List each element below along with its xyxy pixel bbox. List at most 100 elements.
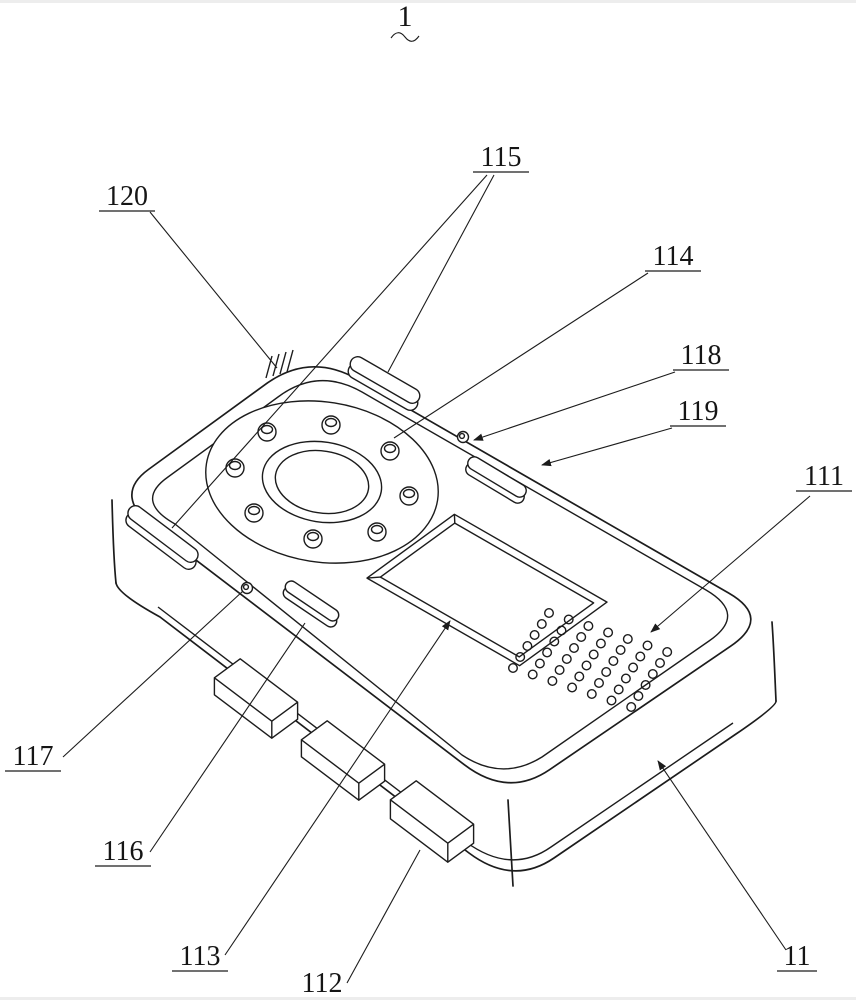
dot-inner	[458, 432, 466, 440]
speaker-hole	[608, 656, 619, 667]
led-dome	[260, 424, 274, 435]
led-dome	[324, 417, 338, 428]
speaker-hole	[594, 678, 605, 689]
speaker-hole	[527, 669, 538, 680]
button-block	[300, 720, 386, 801]
part-label-120: 120	[106, 181, 148, 212]
speaker-hole	[549, 636, 560, 647]
slot-top-115	[347, 356, 421, 411]
speaker-hole	[574, 671, 585, 682]
ridge-marks	[265, 349, 294, 379]
led-dome	[247, 505, 261, 516]
slot-face	[127, 505, 199, 563]
left-corner-edge	[111, 499, 117, 584]
figure-number-label: 1	[398, 0, 413, 33]
labels: 1 120 115 114 118 119 111 117 116 113 11…	[5, 0, 852, 999]
slot-left-115	[125, 505, 199, 570]
part-label-11: 11	[784, 941, 811, 972]
led-ring	[225, 415, 419, 549]
speaker-hole	[563, 614, 574, 625]
leader-111	[650, 495, 811, 633]
led-dome	[383, 443, 397, 454]
led-dome	[402, 488, 416, 499]
speaker-hole	[522, 641, 533, 652]
speaker-hole	[603, 627, 614, 638]
speaker-hole	[633, 691, 644, 702]
speaker-hole	[628, 662, 639, 673]
speaker-hole	[529, 630, 540, 641]
led-dome	[228, 460, 242, 471]
speaker-hole	[581, 660, 592, 671]
speaker-hole	[586, 689, 597, 700]
slot-face	[467, 456, 527, 498]
speaker-hole	[647, 669, 658, 680]
screen-outer	[366, 513, 608, 667]
part-label-117: 117	[13, 741, 54, 772]
leader-112	[346, 849, 421, 984]
leader-115-a	[387, 174, 495, 373]
right-corner-edge	[771, 621, 777, 702]
speaker-hole	[561, 654, 572, 665]
leader-11	[657, 760, 787, 951]
leader-119	[541, 427, 673, 467]
speaker-hole	[642, 640, 653, 651]
speaker-hole	[626, 702, 637, 713]
speaker-hole	[583, 621, 594, 632]
speaker-hole	[569, 643, 580, 654]
display-screen	[366, 513, 608, 667]
speaker-hole	[635, 651, 646, 662]
speaker-hole	[588, 649, 599, 660]
screen-inner	[379, 522, 595, 658]
speaker-hole	[620, 673, 631, 684]
speaker-hole	[615, 645, 626, 656]
speaker-hole	[544, 608, 555, 619]
leader-118	[473, 371, 676, 441]
part-label-113: 113	[180, 941, 221, 972]
part-label-114: 114	[653, 241, 694, 272]
speaker-hole	[640, 680, 651, 691]
speaker-hole	[508, 663, 519, 674]
speaker-hole	[515, 652, 526, 663]
part-label-116: 116	[103, 836, 144, 867]
speaker-hole	[547, 676, 558, 687]
speaker-hole	[554, 665, 565, 676]
scan-edge-top	[0, 0, 856, 3]
dot-inner	[242, 583, 250, 591]
camera-ring	[205, 400, 439, 564]
speaker-hole	[662, 647, 673, 658]
lens-outer	[261, 440, 383, 524]
slot-right-119	[465, 456, 527, 504]
slot-face	[349, 356, 421, 404]
ridge-line	[279, 351, 287, 375]
side-button-3	[389, 780, 475, 863]
leader-120	[149, 211, 278, 369]
speaker-hole	[595, 638, 606, 649]
leader-lines	[62, 174, 811, 984]
side-button-2	[300, 720, 386, 801]
part-label-115: 115	[481, 142, 522, 173]
speaker-hole	[622, 634, 633, 645]
camera-outer-ring	[205, 400, 439, 564]
part-label-119: 119	[678, 396, 719, 427]
speaker-hole	[606, 695, 617, 706]
part-label-118: 118	[681, 340, 722, 371]
speaker-hole	[534, 658, 545, 669]
leader-117	[62, 590, 244, 758]
led-dome	[306, 531, 320, 542]
side-button-1	[213, 658, 299, 739]
speaker-grid	[508, 608, 673, 713]
part-label-112: 112	[302, 968, 343, 999]
part-label-111: 111	[804, 461, 844, 492]
screen-corner-seam	[366, 576, 381, 579]
slot-face	[284, 580, 340, 622]
leader-115-b	[171, 174, 488, 529]
button-block	[213, 658, 299, 739]
speaker-hole	[567, 682, 578, 693]
button-block	[389, 780, 475, 863]
figure-tilde	[390, 32, 420, 42]
speaker-hole	[601, 667, 612, 678]
slot-mid-116	[282, 580, 340, 628]
ridge-line	[265, 355, 273, 379]
